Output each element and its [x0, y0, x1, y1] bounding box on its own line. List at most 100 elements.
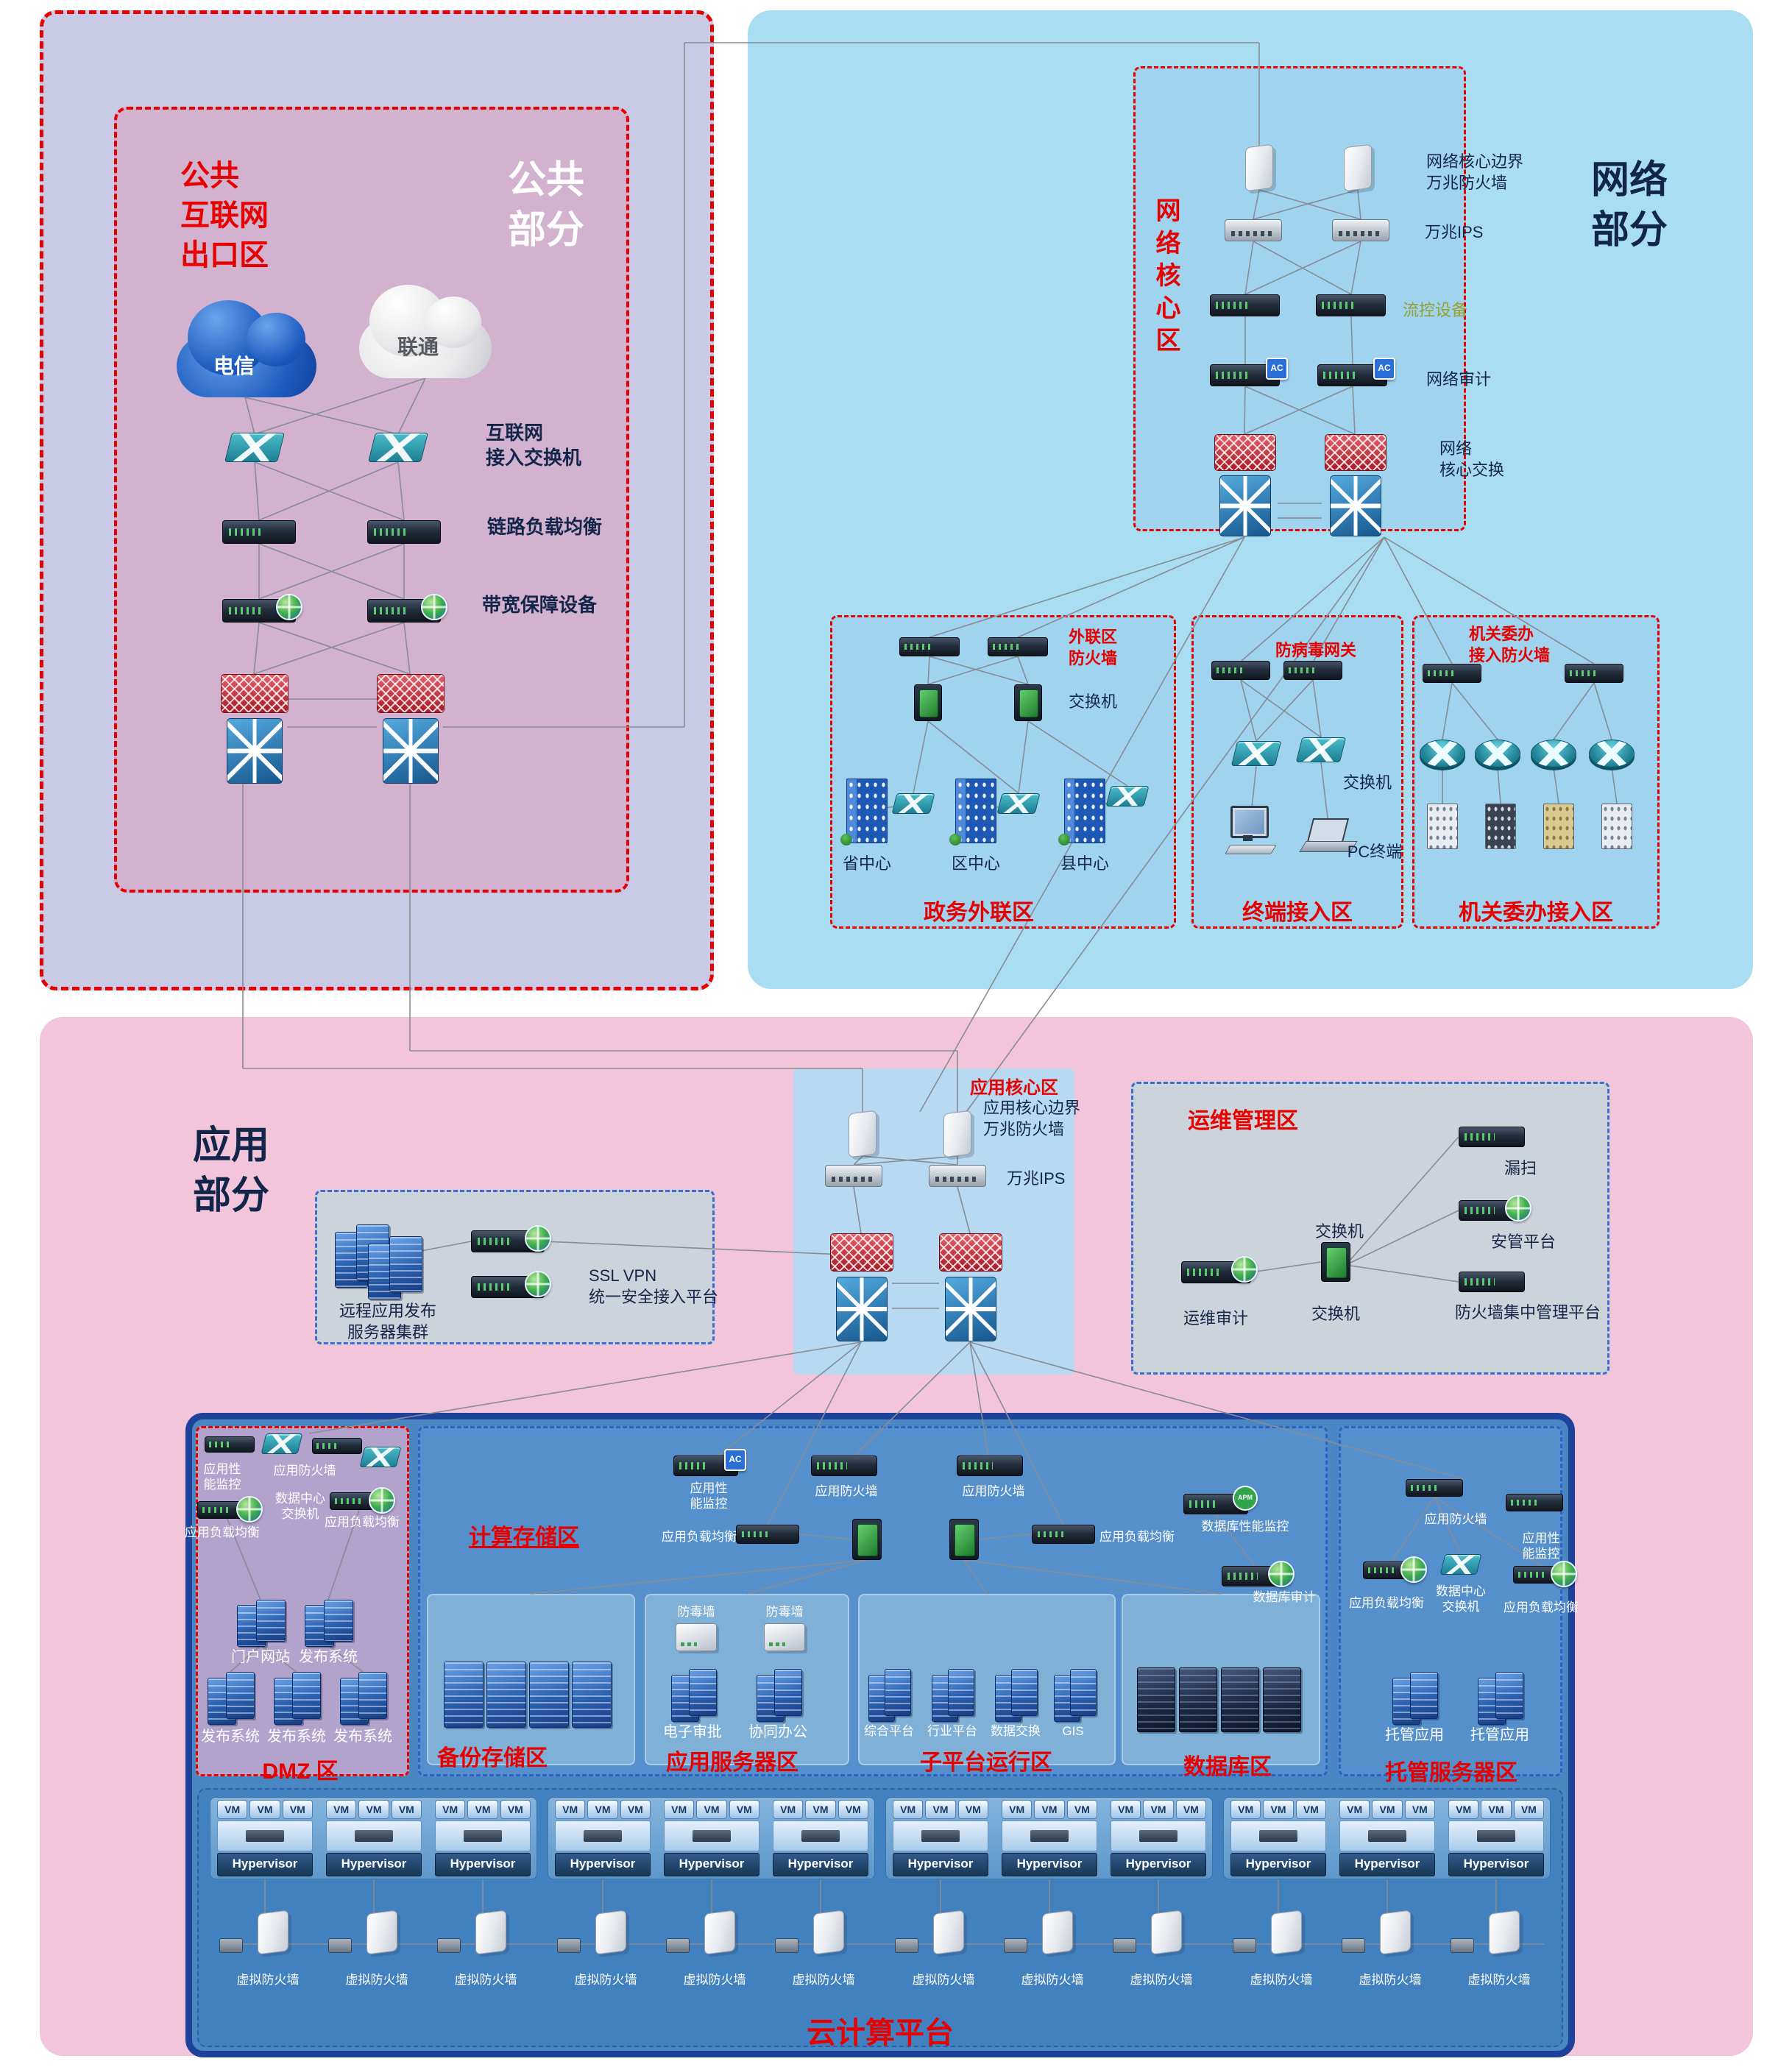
- security-platform-icon: [1459, 1195, 1531, 1222]
- app-boundary-fw-label: 应用核心边界 万兆防火墙: [983, 1099, 1081, 1138]
- host-lb-2-icon: [1513, 1561, 1577, 1587]
- vm-chip: VM: [837, 1800, 868, 1819]
- virtual-firewall-icon: [1233, 1910, 1303, 1955]
- avwall-2-label: 防毒墙: [765, 1605, 804, 1619]
- bandwidth-1-icon: [222, 594, 302, 623]
- hypervisor-host-icon: [326, 1820, 422, 1851]
- firewall-connector-icon: [1233, 1938, 1256, 1953]
- globe-icon: [525, 1271, 551, 1297]
- public-exit-zone-title: 公共 互联网 出口区: [180, 160, 269, 272]
- backup-server-1-icon: [444, 1662, 484, 1728]
- firewall-connector-icon: [775, 1938, 798, 1953]
- zone-gov-external: [830, 615, 1176, 929]
- public-core-switch-1-icon: [221, 674, 288, 784]
- db-audit-label: 数据库审计: [1253, 1590, 1316, 1604]
- backup-server-2-icon: [486, 1662, 526, 1728]
- vm-chip: VM: [1513, 1800, 1544, 1819]
- net-audit-1-icon: AC: [1210, 358, 1288, 386]
- pubsys-servers-1-icon: [208, 1672, 255, 1725]
- firewall-slab-icon: [1151, 1910, 1182, 1955]
- ops-switch-icon: [1321, 1242, 1350, 1282]
- hypervisor-bar: Hypervisor: [1339, 1853, 1435, 1876]
- data-exchange-label: 数据交换: [991, 1724, 1041, 1738]
- app-core-zone-label: 应用核心区: [970, 1078, 1058, 1098]
- gov-tswitch-3-icon: [1105, 786, 1150, 806]
- district-center-label: 区中心: [951, 854, 1001, 873]
- firewall-connector-icon: [437, 1938, 461, 1953]
- vm-chip: VM: [696, 1800, 727, 1819]
- host-fw-label: 应用防火墙: [1424, 1512, 1487, 1526]
- unicom-cloud-icon: [359, 284, 492, 378]
- server-icon: [1495, 1672, 1523, 1719]
- globe-icon: [236, 1496, 263, 1522]
- host-dcswitch-label: 数据中心 交换机: [1436, 1584, 1486, 1614]
- zone-network-core: [1133, 66, 1466, 531]
- host-lb-right-label: 应用负载均衡: [1504, 1600, 1579, 1614]
- virtual-firewall-label: 虚拟防火墙: [345, 1973, 408, 1987]
- gov-fw-2-icon: [988, 637, 1048, 656]
- cs-lb-2-icon: [1032, 1525, 1095, 1544]
- monitor-icon: [1230, 806, 1269, 839]
- gov-switch-label: 交换机: [1069, 692, 1118, 711]
- net-ips-1-icon: [1225, 219, 1282, 241]
- hypervisor-host-icon: [773, 1820, 868, 1851]
- ac-badge-icon: AC: [724, 1449, 746, 1471]
- agency-building-1-icon: [1427, 804, 1458, 849]
- db-audit-icon: [1222, 1561, 1295, 1587]
- firewall-connector-icon: [895, 1938, 918, 1953]
- host-lb-1-icon: [1363, 1556, 1427, 1583]
- bandwidth-2-icon: [367, 594, 447, 623]
- zone-public-internet-exit: [114, 107, 629, 893]
- virtual-firewall-icon: [328, 1910, 399, 1955]
- cs-fw-2-label: 应用防火墙: [962, 1484, 1025, 1498]
- vm-chip: VM: [1263, 1800, 1294, 1819]
- hypervisor-bar: Hypervisor: [1111, 1853, 1206, 1876]
- vm-chip: VM: [1143, 1800, 1174, 1819]
- agency-router-4-icon: [1589, 740, 1635, 767]
- blue-switch-unit-icon: [1219, 475, 1271, 537]
- vm-chip: VM: [217, 1800, 248, 1819]
- province-center-label: 省中心: [842, 854, 892, 873]
- pc-terminal-label: PC终端: [1347, 843, 1403, 861]
- red-switch-unit-icon: [830, 1233, 893, 1272]
- pubsys-servers-3-icon: [340, 1672, 387, 1725]
- db-apm-label: 数据库性能监控: [1201, 1520, 1289, 1534]
- backup-zone-label: 备份存储区: [437, 1746, 548, 1770]
- red-switch-unit-icon: [1325, 434, 1387, 471]
- net-audit-label: 网络审计: [1426, 370, 1492, 389]
- virtual-firewall-label: 虚拟防火墙: [1467, 1973, 1531, 1987]
- dmz-device-icon: [312, 1438, 362, 1454]
- vm-chip: VM: [1481, 1800, 1512, 1819]
- pubsys-2-label: 发布系统: [267, 1729, 326, 1745]
- terminal-switch-2-icon: [1295, 737, 1347, 762]
- globe-icon: [525, 1225, 551, 1252]
- agency-router-2-icon: [1475, 740, 1520, 767]
- dmz-dcswitch-icon: [359, 1447, 402, 1467]
- globe-icon: [1268, 1561, 1295, 1587]
- globe-icon: [1231, 1256, 1258, 1283]
- red-switch-unit-icon: [377, 674, 445, 713]
- network-core-title: 网络核心区: [1152, 197, 1180, 359]
- app-ips-label: 万兆IPS: [1007, 1169, 1066, 1188]
- coop-office-label: 协同办公: [748, 1724, 807, 1740]
- dmz-apm-icon: [205, 1436, 255, 1453]
- flow-control-2-icon: [1316, 294, 1386, 316]
- virtual-firewall-label: 虚拟防火墙: [574, 1973, 637, 1987]
- hypervisor-host-icon: [555, 1820, 651, 1851]
- vm-chip: VM: [893, 1800, 924, 1819]
- cs-switch-2-icon: [949, 1519, 979, 1560]
- net-ips-2-icon: [1332, 219, 1389, 241]
- exchange-servers-icon: [995, 1669, 1038, 1722]
- hypervisor-bar: Hypervisor: [893, 1853, 988, 1876]
- server-icon: [358, 1672, 387, 1719]
- cloud-platform-label: 云计算平台: [807, 2017, 954, 2049]
- server-icon: [529, 1662, 569, 1728]
